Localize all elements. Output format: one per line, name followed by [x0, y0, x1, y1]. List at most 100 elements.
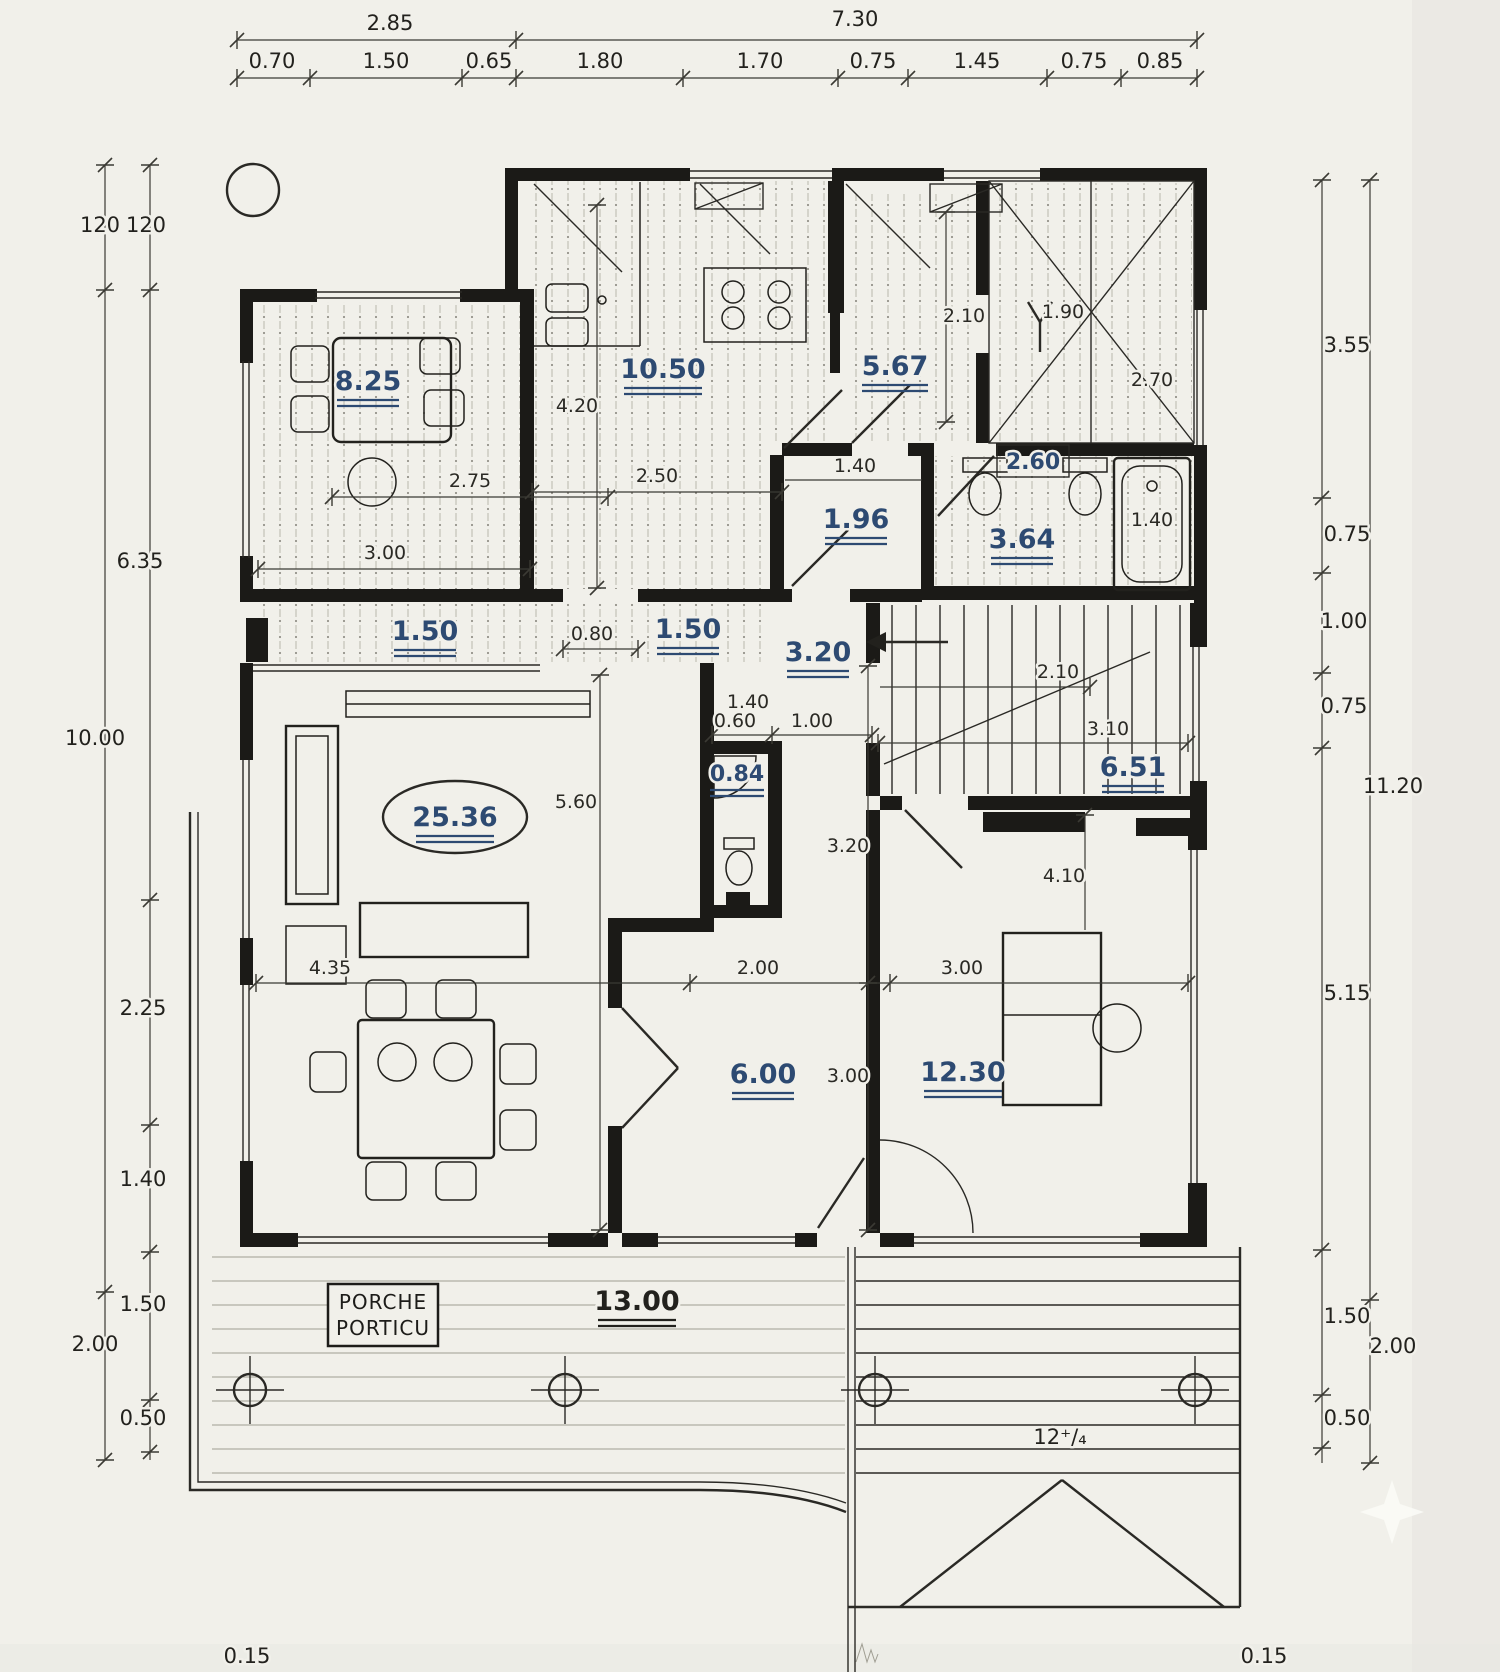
dim-left-2: 120 — [126, 213, 166, 237]
inner-dim: 2.70 — [1131, 369, 1173, 391]
inner-dim: 3.00 — [827, 1065, 869, 1087]
living-chair — [499, 1109, 537, 1151]
inner-dim: 1.00 — [791, 710, 833, 732]
dim-left-3: 6.35 — [117, 549, 164, 573]
living-furniture — [284, 690, 591, 1201]
inner-dim: 4.20 — [556, 395, 598, 417]
cooktop-burner — [721, 306, 745, 330]
bidet — [1062, 457, 1108, 516]
windows — [242, 170, 1204, 1244]
north-circle — [225, 162, 281, 218]
dining-chair — [290, 395, 330, 433]
living-chair — [435, 979, 477, 1019]
corridor-floor — [253, 602, 766, 662]
corridor-sill — [253, 664, 540, 672]
sparkle-icon — [1360, 1480, 1424, 1544]
doors — [621, 384, 995, 1234]
dim-left-1: 120 — [80, 213, 120, 237]
porch-edge-inner — [197, 812, 847, 1504]
desk-chair — [1092, 1003, 1142, 1053]
inner-dim: 3.00 — [364, 542, 406, 564]
cooktop-burner — [767, 280, 791, 304]
dim-top-sub-5: 1.70 — [737, 49, 784, 73]
kitchen-floor-lower — [534, 443, 770, 589]
living-table — [356, 1018, 496, 1160]
dim-top-2: 7.30 — [832, 7, 879, 31]
porch-edge-outer — [188, 812, 847, 1514]
area-label-corridor-left: 1.50 — [392, 616, 459, 647]
walls — [240, 168, 1207, 1247]
inner-dim: 2.10 — [943, 305, 985, 327]
porch-label-line2: PORTICU — [336, 1316, 430, 1340]
inner-dim: 2.50 — [636, 465, 678, 487]
inner-dim: 2.10 — [1037, 661, 1079, 683]
step-lines — [856, 1256, 1240, 1474]
desk — [1001, 931, 1103, 1107]
dim-top-sub-3: 0.65 — [466, 49, 513, 73]
dining-chair — [290, 345, 330, 383]
dim-left-5: 2.25 — [120, 996, 167, 1020]
cooktop — [703, 267, 807, 343]
dim-left-7: 1.50 — [120, 1292, 167, 1316]
dim-top-sub-7: 1.45 — [954, 49, 1001, 73]
dim-left-4: 10.00 — [65, 726, 125, 750]
photo-shadow-bottom — [0, 1644, 1500, 1672]
coffee-table — [358, 901, 530, 959]
area-label-corridor-mid: 1.50 — [655, 614, 722, 645]
cooktop-burner — [721, 280, 745, 304]
area-label-wc: 0.84 — [710, 762, 764, 787]
door-swing — [937, 455, 995, 517]
area-label-study: 12.30 — [920, 1057, 1005, 1088]
kitchen-sink-bowl — [545, 317, 589, 347]
area-label-living: 25.36 — [412, 802, 497, 833]
steps-annotation: 12⁺/₄ — [1033, 1425, 1086, 1449]
window — [242, 361, 250, 558]
dim-right-4: 0.75 — [1321, 694, 1368, 718]
porch-column — [841, 1356, 909, 1424]
wc-toilet — [723, 837, 755, 886]
area-label-hall: 1.96 — [823, 504, 890, 535]
side-table — [285, 925, 347, 985]
dim-left-10: 0.15 — [224, 1644, 271, 1668]
door-swing — [816, 1157, 866, 1229]
inner-dim: 0.60 — [714, 710, 756, 732]
dim-top-sub-6: 0.75 — [850, 49, 897, 73]
porch-column — [531, 1356, 599, 1424]
toilet — [962, 457, 1008, 516]
area-label-dining: 8.25 — [335, 366, 402, 397]
door-swing — [621, 1067, 679, 1129]
porch-deck-lines — [212, 1256, 845, 1474]
window — [944, 170, 1040, 179]
inner-dim: 1.40 — [834, 455, 876, 477]
bathtub — [1112, 456, 1192, 592]
window — [690, 170, 832, 179]
window — [1190, 850, 1198, 1183]
bathroom-fixtures — [962, 456, 1192, 592]
inner-dim: 4.35 — [309, 957, 351, 979]
porch-label-line1: PORCHE — [339, 1290, 427, 1314]
dining-furniture — [290, 336, 465, 507]
inner-dim: 1.40 — [1131, 509, 1173, 531]
left-dimension-chain: 120 120 6.35 10.00 2.25 1.40 1.50 2.00 0… — [62, 157, 273, 1671]
dim-right-6: 5.15 — [1324, 981, 1371, 1005]
door-arc — [879, 1139, 974, 1234]
dim-top-sub-8: 0.75 — [1061, 49, 1108, 73]
canopy-hip-line — [1061, 1479, 1225, 1608]
entry-staircase — [988, 180, 1195, 444]
window — [1196, 310, 1204, 445]
dim-left-9: 0.50 — [120, 1406, 167, 1430]
porch-column — [216, 1356, 284, 1424]
dining-floor — [254, 302, 520, 589]
window — [242, 985, 250, 1161]
area-label-bath-small: 2.60 — [1006, 450, 1060, 475]
dim-right-8: 2.00 — [1370, 1334, 1417, 1358]
top-dimension-chain: 2.85 7.30 0.70 1.50 0.65 1.80 1.70 0.75 … — [229, 5, 1205, 88]
photo-shadow-right — [1412, 0, 1500, 1672]
cooktop-burner — [767, 306, 791, 330]
canopy-steps: 12⁺/₄ — [847, 1247, 1242, 1672]
inner-dim: 5.60 — [555, 791, 597, 813]
stair-direction-line — [883, 651, 1151, 765]
door-swing — [791, 529, 849, 587]
